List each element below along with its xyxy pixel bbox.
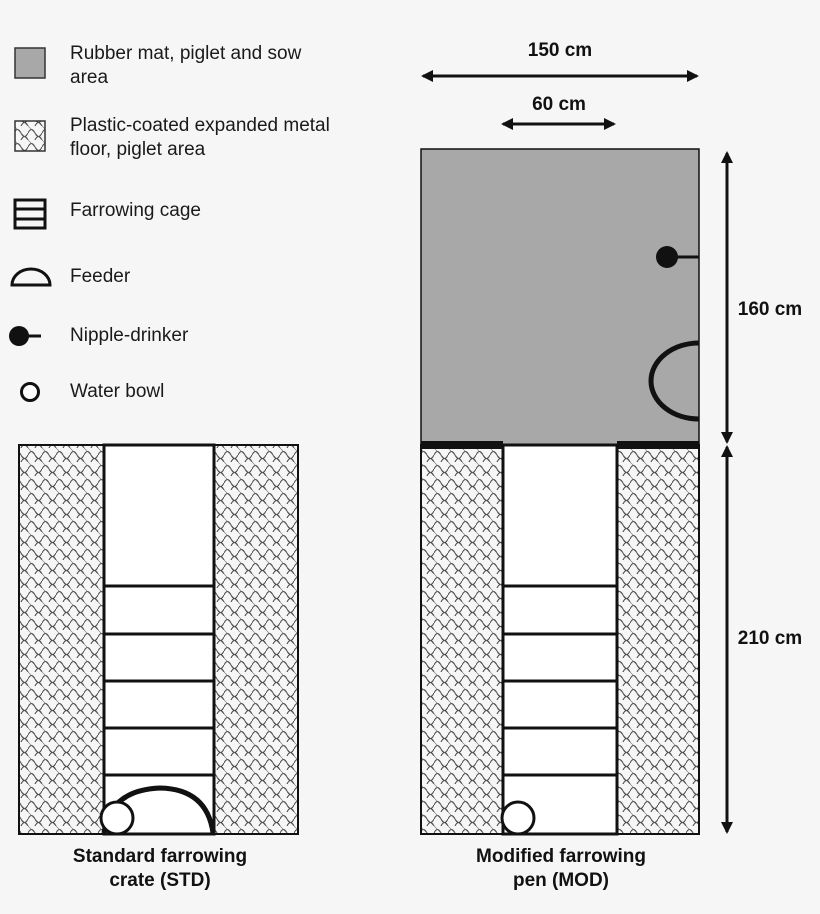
legend-item-farrowing-cage: Farrowing cage [70, 199, 201, 223]
mod-cage-area [501, 443, 619, 836]
rubber-mat-swatch-icon [14, 47, 46, 79]
caption-mod: Modified farrowing pen (MOD) [431, 845, 691, 893]
legend-label-line1: Farrowing cage [70, 200, 201, 221]
mod-left-metal-floor [420, 444, 504, 835]
dimension-label-150: 150 cm [527, 40, 593, 61]
caption-std-line1: Standard farrowing [72, 846, 248, 867]
legend-item-nipple-drinker: Nipple-drinker [70, 324, 188, 348]
std-cage-area [102, 443, 216, 836]
feeder-icon [10, 267, 52, 287]
legend-label-line1: Rubber mat, piglet and sow [70, 43, 302, 64]
legend-item-rubber-mat: Rubber mat, piglet and sow area [70, 42, 301, 90]
water-bowl-icon [20, 382, 40, 402]
caption-mod-line1: Modified farrowing [476, 846, 646, 867]
mod-cage-bars [503, 584, 617, 777]
legend-label-line1: Feeder [70, 266, 131, 287]
mod-nipple-drinker [656, 246, 699, 268]
legend-item-feeder: Feeder [70, 265, 130, 289]
legend-item-water-bowl: Water bowl [70, 380, 164, 404]
std-crate [18, 443, 299, 836]
caption-std: Standard farrowing crate (STD) [30, 845, 290, 893]
mod-feeder [648, 340, 700, 422]
legend-label-line2: area [70, 67, 109, 88]
legend-label-line1: Nipple-drinker [70, 325, 189, 346]
dimension-label-210: 210 cm [737, 628, 803, 649]
std-left-metal-floor [18, 444, 105, 835]
mod-water-bowl [500, 800, 536, 836]
std-water-bowl [99, 800, 135, 836]
dimension-label-60: 60 cm [532, 94, 586, 115]
caption-mod-line2: pen (MOD) [512, 870, 610, 891]
legend-label-line2: floor, piglet area [70, 139, 206, 160]
caption-std-line2: crate (STD) [109, 870, 211, 891]
std-right-metal-floor [213, 444, 299, 835]
mod-pen [420, 148, 700, 836]
nipple-drinker-icon [9, 326, 41, 346]
dimension-label-160: 160 cm [737, 299, 803, 320]
mod-right-metal-floor [616, 444, 700, 835]
farrowing-cage-icon [13, 198, 47, 230]
legend-label-line1: Water bowl [70, 381, 165, 402]
legend-label-line1: Plastic-coated expanded metal [70, 115, 330, 136]
expanded-metal-swatch-icon [14, 120, 46, 152]
std-cage-bars [104, 584, 214, 777]
legend-item-expanded-metal: Plastic-coated expanded metal floor, pig… [70, 114, 330, 162]
